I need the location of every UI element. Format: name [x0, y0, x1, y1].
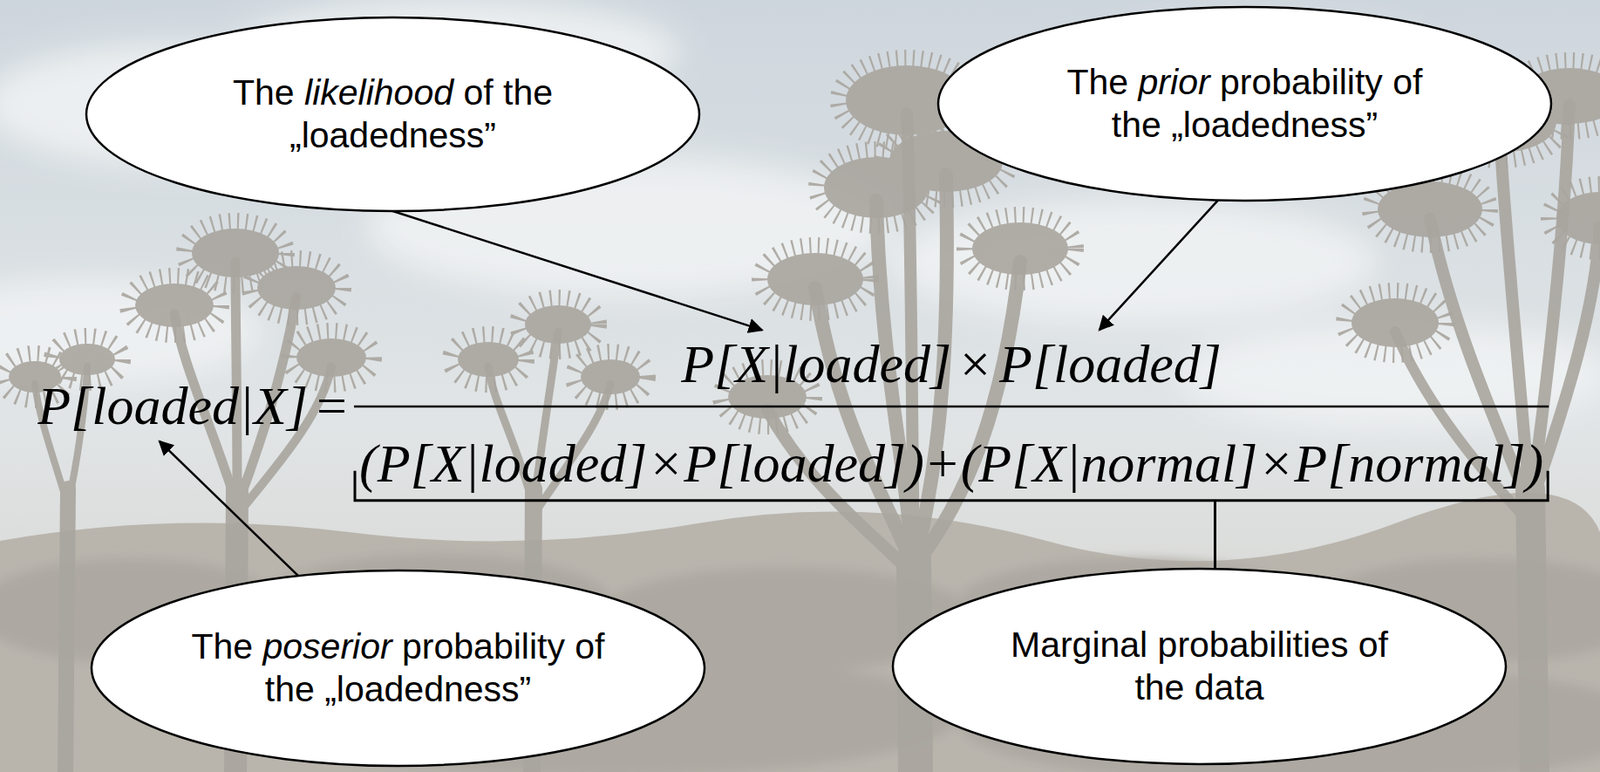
text-word: The [232, 72, 305, 113]
text-word: of [574, 626, 605, 667]
ellipse-outline [89, 568, 707, 768]
callout-text: Marginal probabilities of the data [981, 623, 1418, 709]
formula-term: = [316, 374, 348, 437]
text-word: data [1194, 667, 1265, 708]
callout-text: The prior probability of the „loadedness… [1044, 61, 1446, 147]
callout-text: The likelihood of the „loadedness” [188, 71, 599, 157]
fraction-bar [354, 405, 1549, 409]
text-word: poserior [263, 626, 403, 667]
bracket-stem [1213, 500, 1217, 569]
ellipse-shape [938, 6, 1552, 201]
callout-text-area: The prior probability of the „loadedness… [936, 5, 1553, 203]
text-word: The [1067, 61, 1139, 103]
formula-term: × [960, 333, 991, 395]
ellipse-shape [91, 570, 705, 766]
text-word: The [190, 626, 263, 667]
text-word: „loadedness” [324, 668, 532, 709]
text-word: the [1111, 104, 1172, 145]
leader-arrow [393, 211, 763, 330]
callout-ellipse: The likelihood of the „loadedness” [84, 15, 702, 213]
callout-text-area: The likelihood of the „loadedness” [84, 15, 702, 213]
text-word: the [1134, 667, 1194, 708]
callout-text-area: Marginal probabilities of the data [891, 566, 1508, 766]
text-word: of [462, 72, 504, 113]
leader-arrow [1099, 200, 1219, 331]
text-word: probability [401, 626, 575, 667]
callout-ellipse: Marginal probabilities of the data [891, 566, 1508, 766]
text-word: „loadedness” [289, 115, 497, 156]
text-word: probability [1219, 61, 1393, 103]
text-word: the [265, 668, 325, 709]
text-word: probabilities [1157, 624, 1359, 665]
formula-term: P[X|loaded] [680, 333, 952, 395]
ellipse-outline [84, 15, 702, 213]
text-word: Marginal [1010, 624, 1158, 665]
text-word: the [503, 72, 553, 113]
formula-term: P[loaded|X] [37, 374, 308, 437]
callout-ellipse: The prior probability of the „loadedness… [936, 5, 1553, 203]
text-word: likelihood [304, 72, 463, 113]
callout-text: The poserior probability of the „loadedn… [167, 625, 630, 711]
text-word: prior [1138, 61, 1220, 103]
ellipse-outline [891, 566, 1508, 766]
formula-term: P[loaded] [999, 333, 1222, 395]
callout-ellipse: The poserior probability of the „loadedn… [89, 568, 707, 768]
leader-arrow [159, 441, 299, 576]
text-word: „loadedness” [1171, 104, 1378, 145]
ellipse-shape [892, 568, 1506, 764]
text-word: of [1392, 61, 1423, 103]
ellipse-shape [86, 17, 700, 212]
text-word: of [1358, 624, 1389, 665]
formula-term: (P[X|loaded]×P[loaded])+(P[X|normal]×P[n… [359, 432, 1544, 495]
ellipse-outline [936, 5, 1553, 203]
callout-text-area: The poserior probability of the „loadedn… [89, 568, 707, 768]
